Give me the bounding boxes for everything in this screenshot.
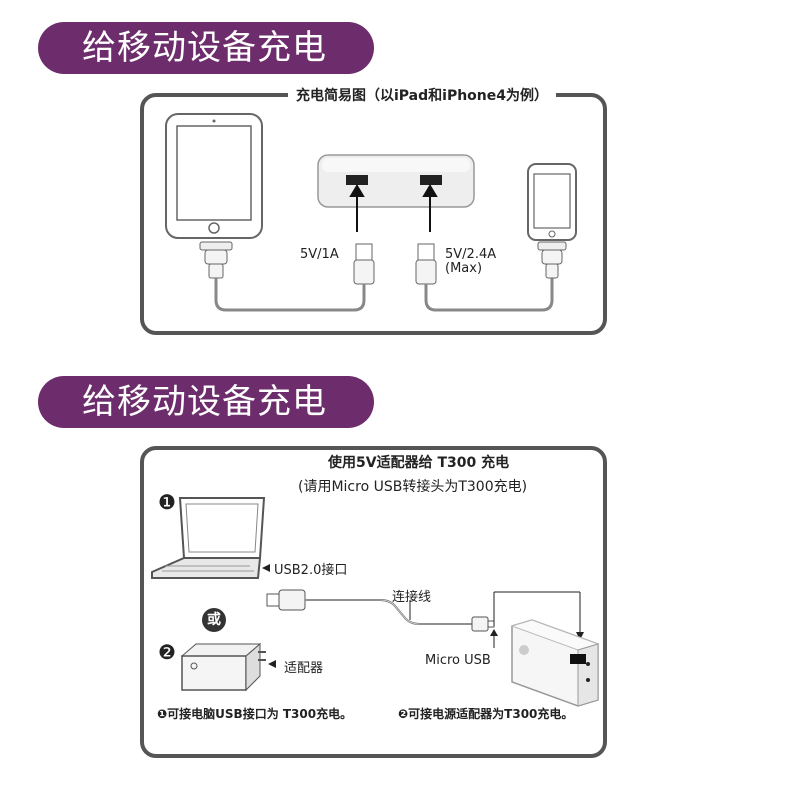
- right-port-label-line1: 5V/2.4A: [445, 247, 497, 262]
- left-port-label: 5V/1A: [300, 247, 339, 262]
- port-arrows: [349, 184, 438, 232]
- section2-title-line2: (请用Micro USB转接头为T300充电): [294, 476, 532, 496]
- section2-title-line1: 使用5V适配器给 T300 充电: [322, 452, 516, 472]
- ipad-dock-connector-icon: [199, 241, 233, 279]
- cable-label: 连接线: [392, 590, 432, 605]
- micro-usb-plug-icon: [471, 616, 495, 632]
- adapter-icon: [180, 642, 266, 692]
- step2-marker: ❷: [158, 640, 176, 664]
- t300-power-bank-icon: [510, 619, 600, 707]
- laptop-icon: [151, 497, 266, 579]
- usb-plug-left-icon: [353, 243, 375, 285]
- usb-plug-right-icon: [415, 243, 437, 285]
- adapter-label: 适配器: [284, 661, 324, 676]
- micro-usb-label: Micro USB: [425, 653, 491, 668]
- section1-banner: 给移动设备充电: [38, 22, 374, 74]
- right-port-label-line2: (Max): [445, 261, 483, 276]
- section2-frame: [140, 446, 607, 758]
- usb-port-label: USB2.0接口: [274, 563, 348, 578]
- section2-banner: 给移动设备充电: [38, 376, 374, 428]
- note2: ❷可接电源适配器为T300充电。: [398, 707, 574, 721]
- or-label: 或: [202, 608, 226, 632]
- section1-frame-title: 充电简易图（以iPad和iPhone4为例）: [288, 85, 556, 105]
- ipad-icon: [165, 113, 263, 239]
- iphone-dock-connector-icon: [537, 241, 567, 279]
- note1: ❶可接电脑USB接口为 T300充电。: [157, 707, 353, 721]
- usb-a-plug-icon: [266, 589, 306, 611]
- iphone-icon: [527, 163, 577, 241]
- step1-marker: ❶: [158, 490, 176, 514]
